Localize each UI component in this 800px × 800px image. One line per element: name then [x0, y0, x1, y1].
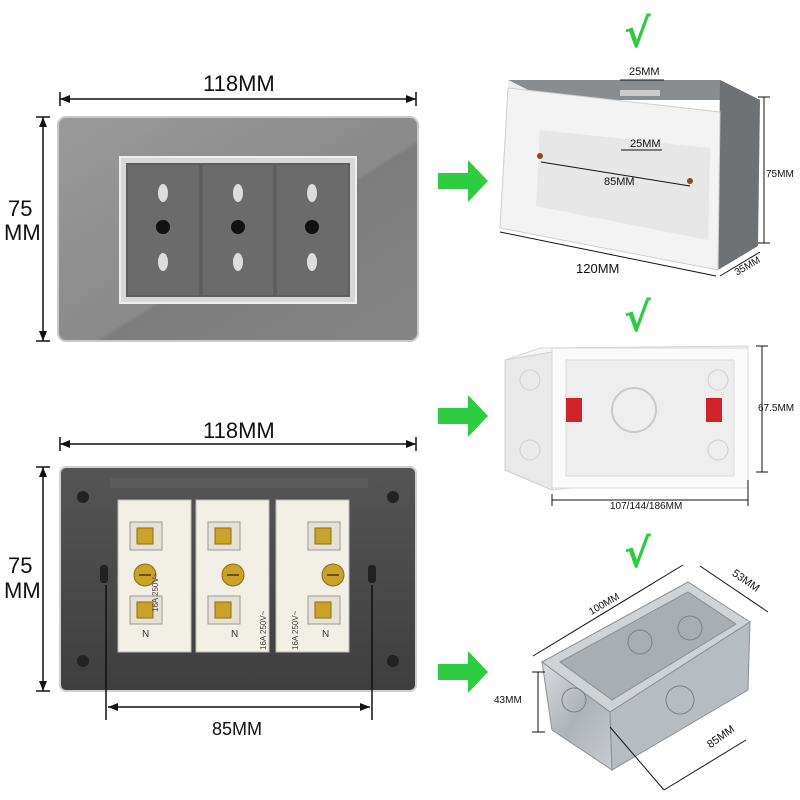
back-height-dimension — [36, 466, 50, 692]
socket-module-2 — [201, 163, 275, 297]
front-width-dimension — [59, 92, 417, 106]
white-height-label: 67.5MM — [758, 403, 795, 414]
metal-mounting-box — [541, 581, 751, 771]
grey-length-label: 120MM — [576, 261, 620, 276]
grey-mounting-box — [499, 80, 760, 271]
module-2-pole: N — [231, 629, 239, 640]
check-icon: √ — [624, 531, 651, 577]
white-length-label: 107/144/186MM — [610, 501, 683, 512]
check-icon: √ — [624, 11, 651, 57]
front-height-dimension — [36, 116, 50, 342]
arrow-icon — [438, 160, 488, 202]
back-height-label-unit: MM — [4, 578, 41, 603]
arrow-icon — [438, 395, 488, 437]
module-1-pole: N — [142, 629, 150, 640]
grey-box-dimensions — [499, 79, 770, 277]
socket-module-3 — [275, 163, 350, 297]
front-height-label-unit: MM — [4, 220, 41, 245]
metal-height-label: 43MM — [494, 695, 522, 706]
white-box-dimensions — [551, 345, 768, 506]
grey-inner-hole-label: 25MM — [630, 138, 661, 150]
back-width-dimension — [59, 437, 417, 451]
grey-height-label: 75MM — [766, 169, 794, 180]
back-width-label: 118MM — [203, 418, 275, 443]
metal-box-dimensions — [532, 564, 769, 791]
grey-mount-span-label: 85MM — [604, 176, 635, 188]
check-icon: √ — [624, 295, 651, 341]
back-mount-span-label: 85MM — [212, 719, 263, 739]
grey-top-slot-label: 25MM — [629, 66, 660, 78]
white-mounting-box — [504, 345, 749, 491]
module-2-rating: 16A 250V~ — [259, 610, 268, 650]
back-module-3 — [275, 499, 350, 653]
back-module-1 — [117, 499, 192, 653]
front-height-label-value: 75 — [8, 196, 33, 221]
back-height-label-value: 75 — [8, 553, 33, 578]
module-1-rating: 16A 250V~ — [151, 572, 160, 612]
back-mount-span-dimension — [105, 585, 373, 720]
back-module-2 — [195, 499, 270, 653]
module-3-rating: 16A 250V~ — [291, 610, 300, 650]
arrow-icon — [438, 651, 488, 693]
front-width-label: 118MM — [203, 71, 275, 96]
socket-module-1 — [126, 163, 201, 297]
module-3-pole: N — [322, 629, 330, 640]
